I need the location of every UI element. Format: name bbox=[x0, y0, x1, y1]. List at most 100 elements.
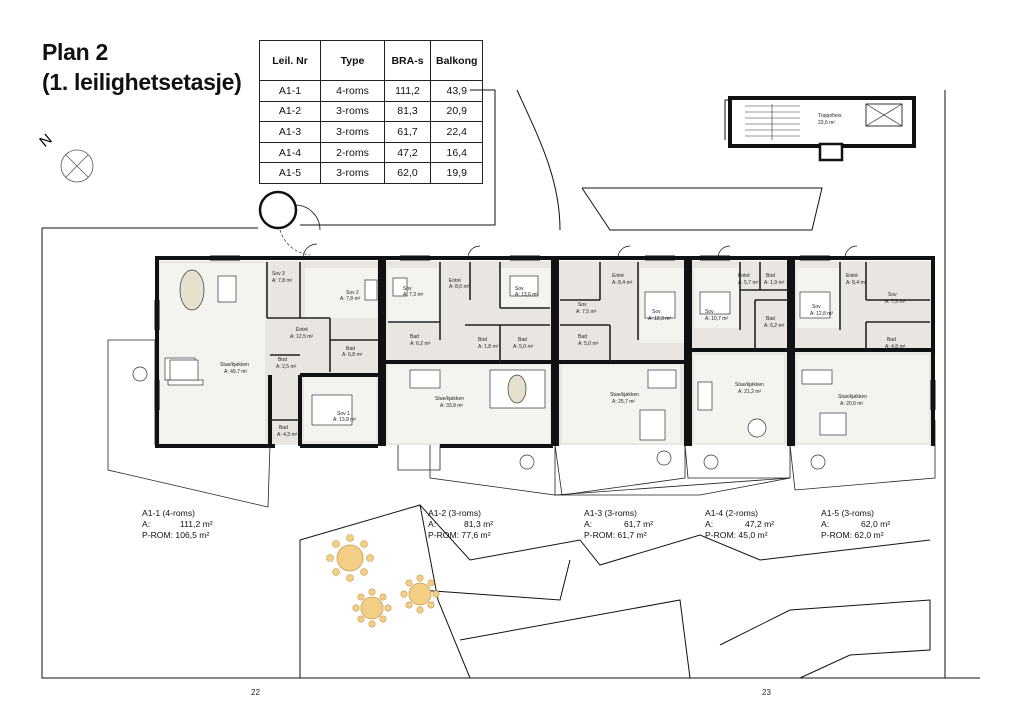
outdoor-table-icon bbox=[326, 534, 374, 582]
room-label: Bad bbox=[279, 425, 288, 431]
room-area: A: 6,8 m² bbox=[342, 352, 363, 358]
room-label: Stue/kjøkken bbox=[610, 392, 639, 398]
unit-prom: P-ROM: 106,5 m² bbox=[142, 530, 210, 540]
unit-area-value: 62,0 m² bbox=[861, 519, 891, 529]
windows bbox=[154, 255, 936, 410]
column-header: Leil. Nr bbox=[259, 40, 321, 81]
room-area: A: 5,0 m² bbox=[513, 344, 534, 350]
room-label: Sov bbox=[403, 286, 412, 292]
unit-area-label: A: bbox=[142, 519, 151, 529]
room-area: A: 12,8 m² bbox=[810, 311, 833, 317]
outdoor-table-icon bbox=[400, 574, 440, 614]
table-cell: 19,9 bbox=[429, 162, 484, 184]
room-area: A: 7,8 m² bbox=[272, 278, 293, 284]
outdoor-table-icon bbox=[352, 588, 392, 628]
partition-walls bbox=[266, 262, 930, 421]
room-area: A: 1,8 m² bbox=[478, 344, 499, 350]
unit-info-a1-5: A1-5 (3-roms) A:62,0 m² P-ROM: 62,0 m² bbox=[821, 508, 890, 541]
room-area: A: 6,2 m² bbox=[410, 341, 431, 347]
room-labels: Sov 3 A: 7,8 m² Sov 2 A: 7,8 m² Entré A:… bbox=[220, 271, 906, 438]
column-header: Balkong bbox=[429, 40, 484, 81]
page-title-line2: (1. leilighetsetasje) bbox=[42, 69, 242, 95]
room-area: A: 7,5 m² bbox=[885, 299, 906, 305]
table-cell: 3-roms bbox=[320, 100, 385, 123]
unit-area-value: 47,2 m² bbox=[745, 519, 775, 529]
room-area: A: 33,8 m² bbox=[440, 403, 463, 409]
room-area: A: 12,5 m² bbox=[290, 334, 313, 340]
room-area: A: 10,7 m² bbox=[705, 316, 728, 322]
page-number-right: 23 bbox=[762, 688, 771, 697]
table-cell: 61,7 bbox=[384, 121, 431, 143]
entrance-doors bbox=[258, 190, 858, 259]
unit-area-label: A: bbox=[428, 519, 437, 529]
room-label: Sov bbox=[652, 309, 661, 315]
table-cell: 3-roms bbox=[320, 121, 385, 143]
room-label: Bad bbox=[346, 346, 355, 352]
unit-name: A1-5 (3-roms) bbox=[821, 508, 875, 518]
structural-walls bbox=[155, 256, 935, 448]
unit-area-value: 81,3 m² bbox=[464, 519, 494, 529]
table-cell: 3-roms bbox=[320, 162, 385, 184]
room-label: Entré bbox=[738, 273, 750, 279]
page-number-left: 22 bbox=[251, 688, 260, 697]
room-label: Bad bbox=[887, 337, 896, 343]
room-label: Stue/kjøkken bbox=[220, 362, 249, 368]
unit-info-a1-1: A1-1 (4-roms) A:111,2 m² P-ROM: 106,5 m² bbox=[142, 508, 213, 541]
unit-area-label: A: bbox=[705, 519, 714, 529]
unit-info-a1-2: A1-2 (3-roms) A:81,3 m² P-ROM: 77,6 m² bbox=[428, 508, 493, 541]
table-cell: 2-roms bbox=[320, 141, 385, 164]
room-area: A: 6,2 m² bbox=[764, 323, 785, 329]
room-label: Entré bbox=[296, 327, 308, 333]
column-header: Type bbox=[320, 40, 385, 81]
unit-name: A1-4 (2-roms) bbox=[705, 508, 759, 518]
column-header: BRA-s bbox=[384, 40, 431, 81]
unit-prom: P-ROM: 62,0 m² bbox=[821, 530, 884, 540]
room-label: Sov bbox=[888, 292, 897, 298]
unit-area-value: 111,2 m² bbox=[180, 519, 213, 529]
room-area: A: 4,8 m² bbox=[885, 344, 906, 350]
room-area: A: 2,5 m² bbox=[276, 364, 297, 370]
table-header-row: Leil. Nr Type BRA-s Balkong bbox=[259, 40, 484, 81]
room-area: A: 8,4 m² bbox=[846, 280, 867, 286]
room-area: A: 49,7 m² bbox=[224, 369, 247, 375]
room-area: A: 20,6 m² bbox=[840, 401, 863, 407]
room-label: Sov 2 bbox=[346, 290, 359, 296]
stair-area: 23,6 m² bbox=[818, 120, 835, 126]
room-label: Bad bbox=[410, 334, 419, 340]
site-outline bbox=[41, 89, 980, 679]
unit-info-a1-4: A1-4 (2-roms) A:47,2 m² P-ROM: 45,0 m² bbox=[705, 508, 774, 541]
page-title: Plan 2 (1. leilighetsetasje) bbox=[42, 37, 242, 97]
stair-lift-core: Trapp/heis 23,6 m² bbox=[728, 96, 916, 162]
room-label: Sov 3 bbox=[272, 271, 285, 277]
room-label: Bod bbox=[766, 273, 775, 279]
room-area: A: 25,7 m² bbox=[612, 399, 635, 405]
unit-name: A1-2 (3-roms) bbox=[428, 508, 482, 518]
room-label: Entré bbox=[449, 278, 461, 284]
room-label: Stue/kjøkken bbox=[735, 382, 764, 388]
room-label: Bad bbox=[766, 316, 775, 322]
room-area: A: 5,0 m² bbox=[578, 341, 599, 347]
room-label: Bod bbox=[278, 357, 287, 363]
unit-area-value: 61,7 m² bbox=[624, 519, 654, 529]
compass-icon bbox=[60, 149, 94, 183]
unit-info-a1-3: A1-3 (3-roms) A:61,7 m² P-ROM: 61,7 m² bbox=[584, 508, 653, 541]
room-label: Sov bbox=[578, 302, 587, 308]
unit-name: A1-3 (3-roms) bbox=[584, 508, 638, 518]
room-area: A: 7,5 m² bbox=[576, 309, 597, 315]
room-label: Bad bbox=[518, 337, 527, 343]
outdoor-tables bbox=[326, 534, 440, 628]
room-area: A: 8,6 m² bbox=[449, 284, 470, 290]
room-label: Sov bbox=[812, 304, 821, 310]
room-area: A: 1,9 m² bbox=[764, 280, 785, 286]
room-label: Bod bbox=[478, 337, 487, 343]
building-floor bbox=[157, 261, 934, 445]
room-area: A: 4,3 m² bbox=[277, 432, 298, 438]
room-label: Sov bbox=[515, 286, 524, 292]
